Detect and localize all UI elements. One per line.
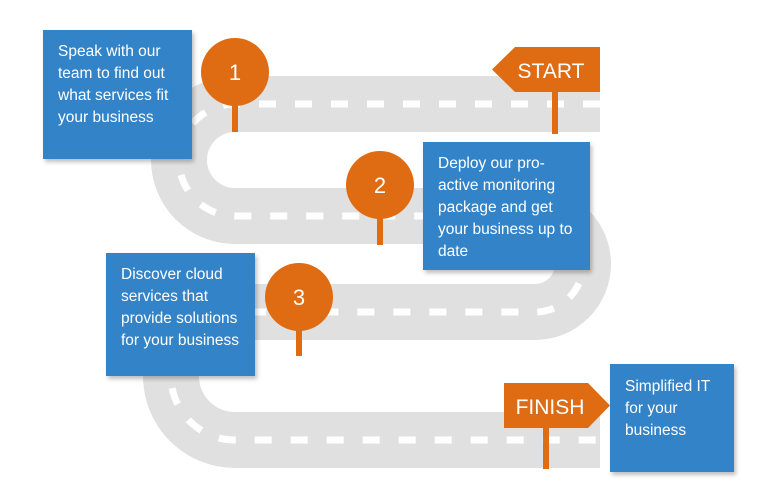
step-3-pin: 3 bbox=[265, 263, 333, 356]
step-3-text: Discover cloud services that provide sol… bbox=[121, 266, 240, 349]
step-3-number: 3 bbox=[293, 285, 305, 310]
start-sign: START bbox=[492, 47, 600, 134]
step-2-pin: 2 bbox=[346, 151, 414, 245]
result-text: Simplified IT for your business bbox=[625, 378, 710, 439]
finish-label: FINISH bbox=[516, 396, 585, 419]
step-2-number: 2 bbox=[374, 173, 386, 198]
finish-sign: FINISH bbox=[504, 383, 610, 469]
result-box: Simplified IT for your business bbox=[610, 364, 734, 472]
step-1-pin: 1 bbox=[201, 38, 269, 132]
step-2-box: Deploy our pro-active monitoring package… bbox=[423, 142, 590, 270]
step-1-number: 1 bbox=[229, 60, 241, 85]
step-3-box: Discover cloud services that provide sol… bbox=[106, 253, 255, 376]
step-2-text: Deploy our pro-active monitoring package… bbox=[438, 155, 573, 260]
start-label: START bbox=[518, 60, 585, 83]
step-1-box: Speak with our team to find out what ser… bbox=[43, 30, 192, 159]
step-1-text: Speak with our team to find out what ser… bbox=[58, 43, 169, 126]
